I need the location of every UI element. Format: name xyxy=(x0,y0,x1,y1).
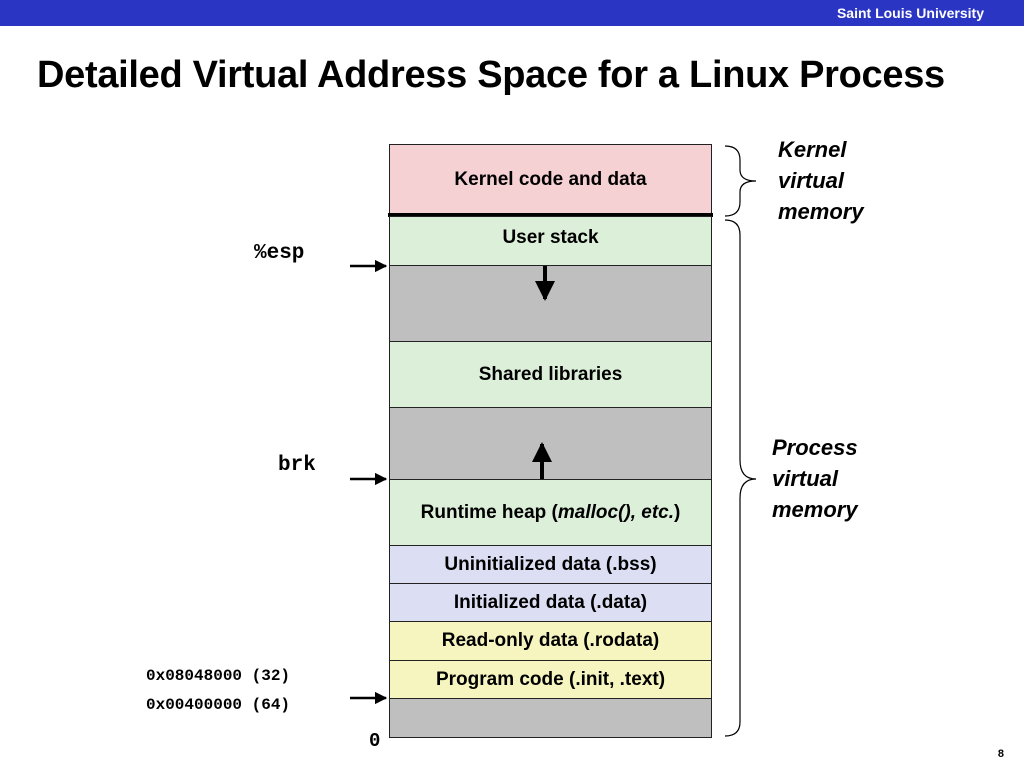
segment-data: Initialized data (.data) xyxy=(389,583,712,622)
esp-label: %esp xyxy=(254,242,305,265)
segment-runtime-heap-label: Runtime heap (malloc(), etc.) xyxy=(420,501,681,523)
kernel-boundary-line xyxy=(388,213,713,217)
kernel-virtual-memory-label: Kernel virtual memory xyxy=(778,137,864,224)
segment-data-label: Initialized data (.data) xyxy=(453,591,648,613)
slide-title: Detailed Virtual Address Space for a Lin… xyxy=(37,54,945,96)
segment-kernel-label: Kernel code and data xyxy=(454,169,647,190)
address-32-label: 0x08048000 (32) xyxy=(146,667,291,685)
segment-stack-gap xyxy=(389,265,712,342)
segment-heap-gap xyxy=(389,407,712,480)
address-64-label: 0x00400000 (64) xyxy=(146,696,291,714)
segment-text-label: Program code (.init, .text) xyxy=(435,668,666,690)
segment-rodata-label: Read-only data (.rodata) xyxy=(441,630,660,651)
header-bar: Saint Louis University xyxy=(0,0,1024,26)
kernel-brace xyxy=(724,145,757,217)
process-brace xyxy=(724,219,757,737)
segment-shared-libraries-label: Shared libraries xyxy=(478,363,623,385)
segment-rodata: Read-only data (.rodata) xyxy=(389,621,712,661)
segment-shared-libraries: Shared libraries xyxy=(389,341,712,408)
brk-label: brk xyxy=(278,454,316,477)
segment-kernel: Kernel code and data xyxy=(389,144,712,216)
address-zero-label: 0 xyxy=(369,730,381,752)
university-name: Saint Louis University xyxy=(836,5,984,21)
segment-runtime-heap: Runtime heap (malloc(), etc.) xyxy=(389,479,712,546)
segment-bss: Uninitialized data (.bss) xyxy=(389,545,712,584)
segment-user-stack: User stack xyxy=(389,216,712,266)
process-virtual-memory-label: Process virtual memory xyxy=(772,435,858,522)
segment-bottom-unused xyxy=(389,698,712,738)
segment-text: Program code (.init, .text) xyxy=(389,660,712,699)
segment-bss-label: Uninitialized data (.bss) xyxy=(444,553,657,575)
page-number: 8 xyxy=(997,748,1004,760)
segment-user-stack-label: User stack xyxy=(502,227,599,248)
